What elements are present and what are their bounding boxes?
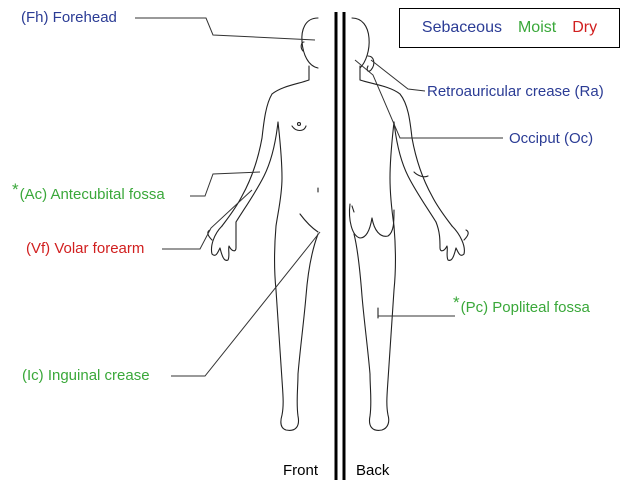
antecubital-label: *(Ac) Antecubital fossa (12, 185, 165, 204)
back-body-figure (349, 18, 468, 430)
popliteal-star-marker: * (453, 293, 460, 312)
volar-forearm-label: (Vf) Volar forearm (26, 240, 144, 258)
retroauricular-leader-line (371, 60, 425, 91)
inguinal-label-text: (Ic) Inguinal crease (22, 367, 150, 384)
forehead-leader-line (135, 18, 315, 40)
forehead-label: (Fh) Forehead (21, 9, 117, 27)
antecubital-star-marker: * (12, 180, 19, 199)
occiput-label-text: Occiput (Oc) (509, 130, 593, 147)
volar-forearm-label-text: (Vf) Volar forearm (26, 240, 144, 257)
occiput-label: Occiput (Oc) (509, 130, 593, 148)
legend-box: Sebaceous Moist Dry (399, 8, 620, 48)
front-view-caption: Front (283, 462, 318, 479)
legend-sebaceous: Sebaceous (422, 19, 502, 37)
antecubital-label-text: (Ac) Antecubital fossa (20, 186, 165, 203)
retroauricular-label-text: Retroauricular crease (Ra) (427, 83, 604, 100)
popliteal-label: *(Pc) Popliteal fossa (453, 298, 590, 317)
retroauricular-label: Retroauricular crease (Ra) (427, 83, 604, 101)
legend-dry: Dry (572, 19, 597, 37)
inguinal-leader-line (171, 232, 320, 376)
forehead-label-text: (Fh) Forehead (21, 9, 117, 26)
legend-moist: Moist (518, 19, 556, 37)
inguinal-label: (Ic) Inguinal crease (22, 367, 150, 385)
volar-leader-line (162, 190, 252, 249)
front-body-figure (208, 18, 318, 430)
back-view-caption: Back (356, 462, 389, 479)
popliteal-label-text: (Pc) Popliteal fossa (461, 299, 590, 316)
